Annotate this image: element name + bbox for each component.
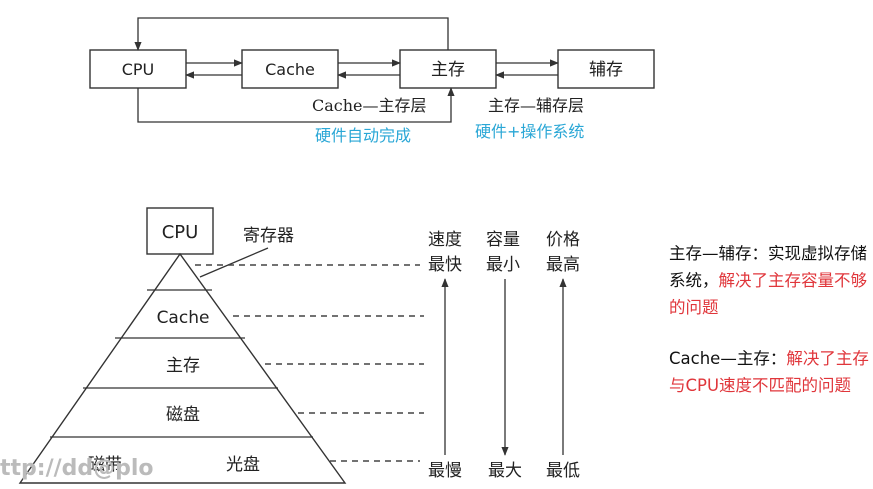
watermark: ttp://dd@plo: [0, 456, 154, 481]
bottom-price: 最低: [546, 461, 580, 481]
note-main-aux: 主存—辅存：实现虚拟存储系统，解决了主存容量不够的问题: [669, 240, 869, 321]
impl-cache-main: 硬件自动完成: [315, 126, 411, 145]
arrow-main-to-cpu-top: [134, 17, 449, 51]
register-label: 寄存器: [243, 226, 294, 246]
cache-box: [241, 49, 339, 89]
pyramid-cpu-label: CPU: [162, 222, 199, 243]
aux-memory-label: 辅存: [589, 60, 623, 80]
pyramid-level-main: 主存: [166, 356, 200, 376]
pyramid-level-optical: 光盘: [226, 455, 260, 475]
top-price: 最高: [546, 255, 580, 275]
note-cache-main-highlight: 解决了主存与CPU速度不匹配的问题: [669, 349, 869, 395]
pyramid-level-tape: 磁带: [88, 455, 122, 475]
header-price: 价格: [546, 230, 580, 250]
bottom-speed: 最慢: [428, 460, 462, 481]
impl-main-aux: 硬件+操作系统: [475, 122, 584, 141]
note-main-aux-highlight: 解决了主存容量不够的问题: [669, 271, 867, 317]
pyramid-level-disk: 磁盘: [166, 405, 200, 425]
note-cache-main: Cache—主存：解决了主存与CPU速度不匹配的问题: [669, 345, 869, 399]
header-speed: 速度: [428, 230, 462, 250]
aux-memory-box: [557, 49, 655, 89]
pyramid-body: [18, 252, 347, 484]
note-main-aux-text: 主存—辅存：实现虚拟存储系统，: [669, 244, 867, 290]
pyramid-cpu-box: [146, 207, 214, 255]
main-memory-label: 主存: [431, 60, 465, 80]
top-capacity: 最小: [486, 255, 520, 275]
top-memory-diagram: CPU Cache 主存 辅存 Cache—主存层 主存—辅存层 硬件自动完成 …: [89, 17, 655, 145]
arrow-cpu-to-main-bottom: [137, 87, 455, 123]
property-axes: 速度 容量 价格 最快 最小 最高 最慢 最大 最低: [428, 230, 580, 481]
register-pointer: [199, 247, 269, 278]
layer-main-aux: 主存—辅存层: [488, 96, 584, 115]
pyramid-level-cache: Cache: [157, 308, 210, 328]
bottom-capacity: 最大: [488, 461, 522, 481]
header-capacity: 容量: [486, 230, 520, 250]
layer-cache-main: Cache—主存层: [312, 96, 427, 115]
memory-pyramid: CPU 寄存器 Cache 主存 磁盘 磁带 光盘: [18, 207, 424, 484]
cpu-box: [89, 49, 187, 89]
top-speed: 最快: [428, 255, 462, 275]
cache-label: Cache: [265, 60, 315, 79]
note-cache-main-text: Cache—主存：: [669, 349, 787, 368]
cpu-label: CPU: [122, 60, 155, 79]
